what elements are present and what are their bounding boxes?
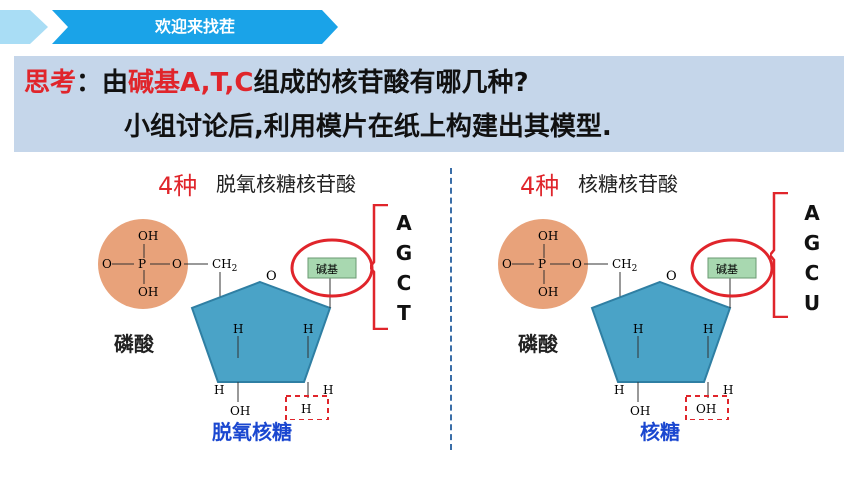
question-prefix: 思考 (24, 68, 77, 98)
question-box: 思考：由碱基A,T,C组成的核苷酸有哪几种? 小组讨论后,利用模片在纸上构建出其… (14, 56, 844, 152)
base-letter: G (803, 231, 821, 255)
base-letter: U (803, 291, 821, 315)
chem-h: H (303, 322, 313, 336)
base-list: A G C U (800, 198, 824, 318)
c2-group-label: OH (696, 402, 716, 416)
c2-group-label: H (301, 402, 311, 416)
base-letter: G (395, 241, 413, 265)
divider (450, 168, 452, 450)
ribonucleotide-panel: 4种 核糖核苷酸 OH O P O OH CH2 O 碱基 H H H H OH… (430, 160, 850, 460)
phosphate-circle (98, 219, 188, 309)
deoxyribonucleotide-diagram: OH O P O OH CH2 O 碱基 H H H H OH H (98, 219, 374, 420)
chem-h: H (633, 322, 643, 336)
base-box (307, 257, 357, 279)
bracket-icon (770, 192, 788, 318)
chem-o-right: O (172, 257, 182, 271)
banner-title: 欢迎来找茬 (154, 17, 235, 36)
base-highlight-circle (690, 238, 774, 298)
chem-p: P (138, 257, 146, 271)
chem-oh-top: OH (538, 229, 558, 243)
question-rest: 组成的核苷酸有哪几种? (253, 68, 529, 98)
chem-h: H (723, 383, 733, 397)
phosphate-circle (498, 219, 588, 309)
base-letter: C (396, 271, 412, 295)
chem-h: H (323, 383, 333, 397)
base-letter: C (804, 261, 820, 285)
c2-group-box (685, 395, 729, 420)
chem-h: H (233, 322, 243, 336)
question-colon: ：由 (76, 68, 129, 98)
bracket-icon (370, 204, 388, 330)
ribonucleotide-diagram: OH O P O OH CH2 O 碱基 H H H H OH OH (498, 219, 774, 420)
sugar-name: 脱氧核糖 (212, 420, 292, 444)
deoxyribonucleotide-panel: 4种 脱氧核糖核苷酸 OH O P O OH CH2 O 碱基 H H H H … (0, 160, 420, 460)
chem-o-left: O (102, 257, 112, 271)
chem-oh-low: OH (630, 404, 650, 418)
chem-o-right: O (572, 257, 582, 271)
phosphate-label: 磷酸 (518, 332, 558, 356)
base-letter: T (397, 301, 411, 325)
question-line-2: 小组讨论后,利用模片在纸上构建出其模型. (124, 112, 612, 142)
nucleotide-type-label: 核糖核苷酸 (578, 172, 678, 196)
chem-ring-o: O (666, 269, 677, 284)
count-label: 4种 (158, 172, 198, 200)
question-line-1: 思考：由碱基A,T,C组成的核苷酸有哪几种? (24, 62, 529, 99)
chem-h: H (703, 322, 713, 336)
chem-p: P (538, 257, 546, 271)
chem-h: H (614, 383, 624, 397)
count-label: 4种 (520, 172, 560, 200)
chem-oh-bottom: OH (138, 285, 158, 299)
nucleotide-type-label: 脱氧核糖核苷酸 (216, 172, 356, 196)
chem-ring-o: O (266, 269, 277, 284)
chem-oh-top: OH (138, 229, 158, 243)
chem-oh-low: OH (230, 404, 250, 418)
sugar-name: 核糖 (640, 420, 680, 444)
chem-o-left: O (502, 257, 512, 271)
c2-group-box (285, 395, 329, 420)
question-highlight: 碱基A,T,C (128, 68, 254, 98)
chem-ch2: CH2 (612, 257, 637, 274)
chem-h: H (214, 383, 224, 397)
title-banner (0, 10, 338, 44)
sugar-pentagon (190, 280, 332, 383)
chem-oh-bottom: OH (538, 285, 558, 299)
chem-ch2: CH2 (212, 257, 237, 274)
base-list: A G C T (392, 208, 416, 328)
base-box (707, 257, 757, 279)
base-box-label: 碱基 (316, 263, 338, 276)
base-letter: A (804, 201, 820, 225)
sugar-pentagon (590, 280, 732, 383)
phosphate-label: 磷酸 (114, 332, 154, 356)
base-box-label: 碱基 (716, 263, 738, 276)
base-letter: A (396, 211, 412, 235)
